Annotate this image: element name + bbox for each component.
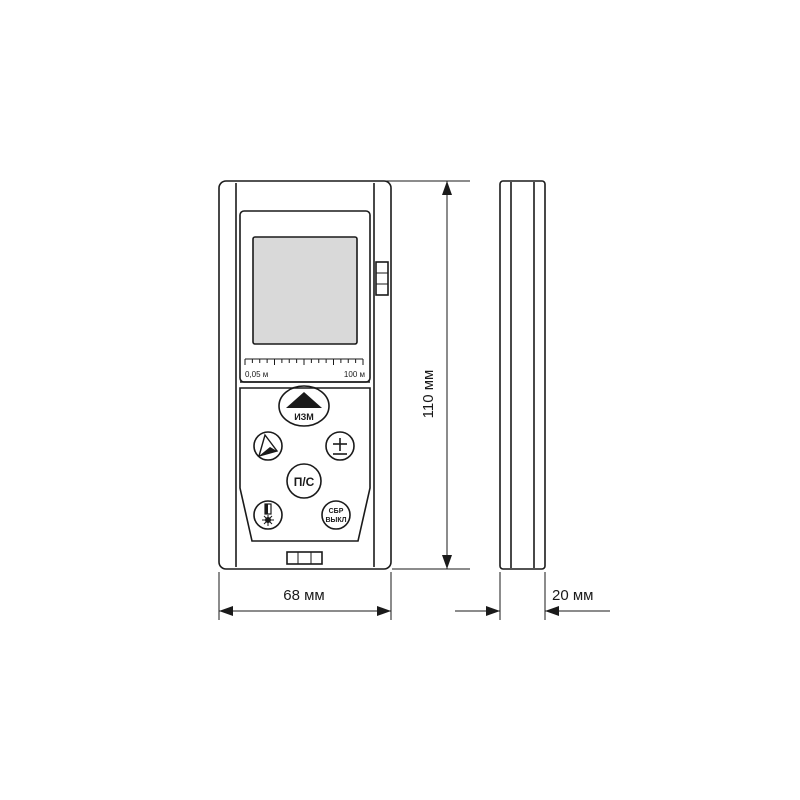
side-view (499, 180, 546, 570)
width-dimension: 68 мм (218, 572, 392, 620)
height-label: 110 мм (420, 370, 437, 419)
side-body (499, 180, 546, 570)
depth-label: 20 мм (552, 587, 593, 604)
reset-button-label-line1: СБР (329, 508, 344, 515)
keypad-panel (239, 387, 371, 542)
measure-button-label: ИЗМ (294, 412, 314, 422)
front-view: 0,05 м 100 м ИЗМ (218, 180, 392, 570)
mode-button[interactable]: П/С (286, 463, 322, 499)
area-button[interactable] (253, 431, 283, 461)
reference-button[interactable] (253, 500, 283, 530)
width-label: 68 мм (283, 587, 324, 604)
scale-min-label: 0,05 м (245, 370, 268, 379)
range-scale: 0,05 м 100 м (244, 358, 365, 379)
area-triangle-icon (257, 433, 279, 458)
reference-point-icon (262, 503, 274, 526)
up-triangle-icon (286, 392, 322, 408)
depth-dimension: 20 мм (455, 572, 610, 620)
device-body (218, 180, 392, 570)
measure-button[interactable]: ИЗМ (278, 385, 330, 427)
reset-button-label-line2: ВЫКЛ (325, 517, 346, 524)
height-dimension: 110 мм (378, 180, 470, 570)
scale-max-label: 100 м (344, 370, 365, 379)
side-button (375, 261, 389, 296)
plus-minus-button[interactable] (325, 431, 355, 461)
bubble-level (286, 551, 323, 565)
mode-button-label: П/С (294, 475, 315, 489)
reset-off-button[interactable]: СБР ВЫКЛ (321, 500, 351, 530)
plus-minus-icon (333, 438, 347, 455)
lcd-screen (252, 236, 358, 345)
scale-ticks (244, 359, 364, 365)
